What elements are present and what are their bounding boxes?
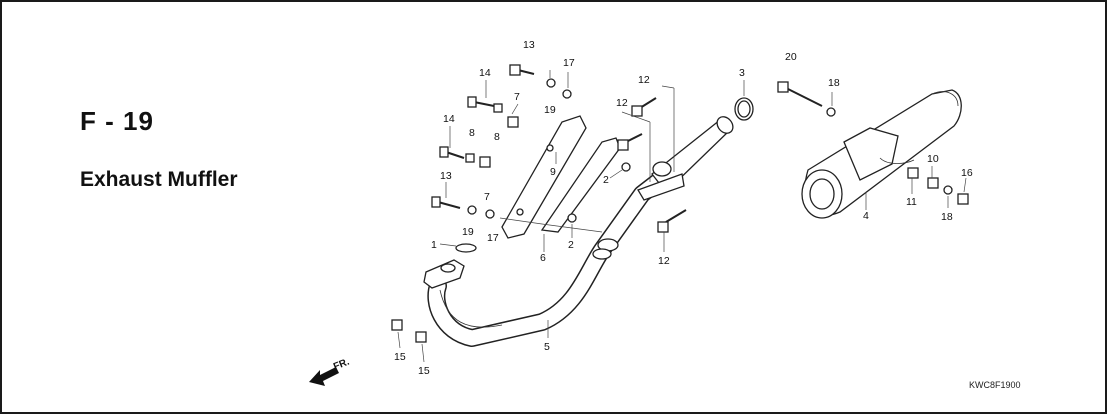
callout-7-top: 7 bbox=[514, 91, 520, 103]
callout-20: 20 bbox=[785, 51, 797, 63]
front-direction-indicator: FR. bbox=[309, 356, 351, 386]
drawing-code: KWC8F1900 bbox=[969, 380, 1021, 390]
section-code: F - 19 bbox=[80, 106, 154, 136]
callout-14-mid: 14 bbox=[443, 113, 455, 125]
callout-16: 16 bbox=[961, 167, 973, 179]
callout-8-mid: 8 bbox=[469, 127, 475, 139]
muffler bbox=[801, 89, 962, 219]
bracket-hole bbox=[516, 208, 524, 216]
bracket-hole bbox=[546, 144, 554, 152]
callout-17-top: 17 bbox=[563, 57, 575, 69]
callout-5: 5 bbox=[544, 341, 550, 353]
leader-lines bbox=[397, 70, 967, 363]
callout-12-lower: 12 bbox=[658, 255, 670, 267]
callout-15-left: 15 bbox=[394, 351, 406, 363]
callout-9: 9 bbox=[550, 166, 556, 178]
direction-label: FR. bbox=[332, 356, 351, 372]
callout-3: 3 bbox=[739, 67, 745, 79]
callout-12-upper: 12 bbox=[638, 74, 650, 86]
exhaust-gasket bbox=[455, 243, 477, 253]
callout-15-right: 15 bbox=[418, 365, 430, 377]
callout-2-lower: 2 bbox=[568, 239, 574, 251]
callout-18-lower: 18 bbox=[941, 211, 953, 223]
callout-8-top: 8 bbox=[494, 131, 500, 143]
callout-17-mid: 17 bbox=[487, 232, 499, 244]
diagram-title: Exhaust Muffler bbox=[80, 168, 238, 191]
exhaust-pipe bbox=[423, 116, 734, 347]
direction-arrow-icon bbox=[309, 367, 339, 386]
callout-2-upper: 2 bbox=[603, 174, 609, 186]
washers-and-collars bbox=[465, 78, 953, 223]
callout-numbers: 13 14 17 19 7 8 12 12 3 20 18 14 8 9 2 7… bbox=[394, 39, 973, 377]
callout-10: 10 bbox=[927, 153, 939, 165]
gasket-inner bbox=[737, 100, 751, 118]
callout-19-mid: 19 bbox=[462, 226, 474, 238]
callout-6: 6 bbox=[540, 252, 546, 264]
bolts bbox=[391, 64, 969, 343]
callout-11: 11 bbox=[906, 196, 917, 208]
bracket-upper bbox=[501, 115, 587, 239]
callout-18-top: 18 bbox=[828, 77, 840, 89]
callout-13-mid: 13 bbox=[440, 170, 452, 182]
callout-19-top: 19 bbox=[544, 104, 556, 116]
callout-4: 4 bbox=[863, 210, 869, 222]
callout-13-top: 13 bbox=[523, 39, 535, 51]
callout-12-mid: 12 bbox=[616, 97, 628, 109]
callout-7-mid: 7 bbox=[484, 191, 490, 203]
callout-14-top: 14 bbox=[479, 67, 491, 79]
callout-1: 1 bbox=[431, 239, 437, 251]
